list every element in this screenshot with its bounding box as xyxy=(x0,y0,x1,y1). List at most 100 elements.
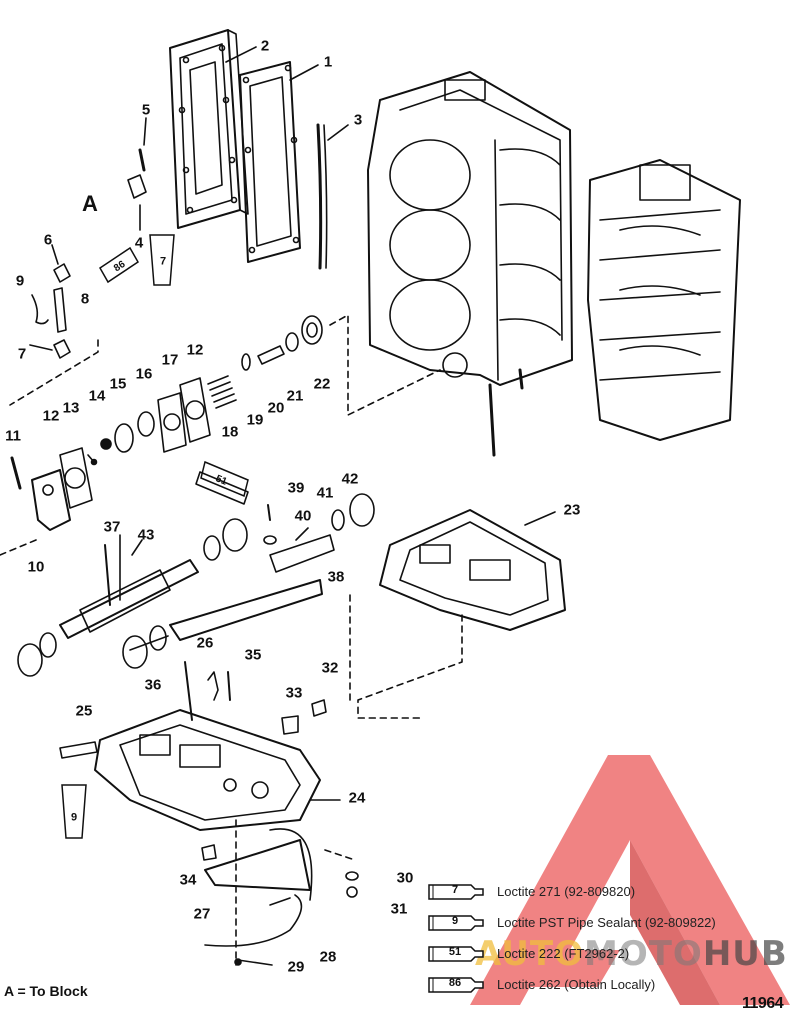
bolt-5 xyxy=(138,117,147,172)
callout-25: 25 xyxy=(75,702,93,720)
screw-29 xyxy=(234,958,273,966)
callout-7b: 7 xyxy=(17,345,27,363)
legend-row: 51 Loctite 222 (FT2962-2) xyxy=(425,938,800,969)
legend-row: 86 Loctite 262 (Obtain Locally) xyxy=(425,969,800,1000)
callout-35: 35 xyxy=(244,646,262,664)
fitting-7 xyxy=(29,339,71,359)
bushing-right xyxy=(203,518,248,561)
spring-18 xyxy=(207,375,237,409)
tube-label-7: 7 xyxy=(159,255,167,268)
housing-17 xyxy=(157,392,187,453)
clip-26 xyxy=(207,671,219,701)
bracket-27 xyxy=(204,828,313,901)
callout-2: 2 xyxy=(260,37,270,55)
callout-20: 20 xyxy=(267,399,285,417)
callout-32: 32 xyxy=(321,659,339,677)
sealant-legend: 7 Loctite 271 (92-809820) 9 Loctite PST … xyxy=(425,876,800,1000)
callout-17: 17 xyxy=(161,351,179,369)
engine-block xyxy=(367,71,573,457)
clip-4 xyxy=(127,174,147,231)
nut-31 xyxy=(346,886,358,898)
tube-icon: 51 xyxy=(425,945,487,963)
tube-icon: 7 xyxy=(425,883,487,901)
bushing-left xyxy=(17,632,57,677)
callout-9: 9 xyxy=(15,272,25,290)
seal-21 xyxy=(285,332,299,352)
callout-A: A xyxy=(82,191,98,216)
callout-30: 30 xyxy=(396,869,414,887)
gasket-23 xyxy=(379,509,566,631)
callout-16: 16 xyxy=(135,365,153,383)
valve-20 xyxy=(257,345,285,365)
washer-41 xyxy=(331,509,345,531)
callout-13: 13 xyxy=(62,399,80,417)
plug-33 xyxy=(281,715,299,735)
sealant-tube-86 xyxy=(99,246,139,284)
hose xyxy=(316,123,349,270)
bolt-37 xyxy=(104,544,111,606)
callout-19: 19 xyxy=(246,411,264,429)
legend-label: Loctite 271 (92-809820) xyxy=(497,884,636,899)
gasket-12a xyxy=(59,447,93,509)
callout-42: 42 xyxy=(341,470,359,488)
fitting-6 xyxy=(51,244,71,283)
callout-38: 38 xyxy=(327,568,345,586)
legend-row: 7 Loctite 271 (92-809820) xyxy=(425,876,800,907)
tube-label-9: 9 xyxy=(70,811,78,824)
callout-34: 34 xyxy=(179,871,197,889)
shaft-43 xyxy=(59,534,199,639)
note-a-to-block: A = To Block xyxy=(4,983,88,999)
callout-5: 5 xyxy=(141,101,151,119)
tube-icon: 86 xyxy=(425,976,487,994)
crankcase-cover xyxy=(587,159,741,441)
callout-26: 26 xyxy=(196,634,214,652)
tube-8 xyxy=(53,287,67,333)
link-38 xyxy=(122,579,323,669)
callout-36: 36 xyxy=(144,676,162,694)
bushing-42 xyxy=(349,493,375,527)
fitting-25 xyxy=(59,741,98,759)
screw-39 xyxy=(263,504,277,545)
gasket-12b xyxy=(179,377,211,443)
cover-10 xyxy=(0,469,71,556)
seal-14 xyxy=(100,438,112,450)
sealant-tube-51 xyxy=(200,460,249,498)
bolt-36 xyxy=(184,661,193,721)
callout-40: 40 xyxy=(294,507,312,525)
tube-51 xyxy=(195,471,249,505)
callout-31: 31 xyxy=(390,900,408,918)
washer-16 xyxy=(137,411,155,437)
callout-1: 1 xyxy=(323,53,333,71)
bushing-34 xyxy=(201,844,217,861)
callout-8: 8 xyxy=(80,290,90,308)
callout-39: 39 xyxy=(287,479,305,497)
callout-22: 22 xyxy=(313,375,331,393)
callout-3: 3 xyxy=(353,111,363,129)
callout-37: 37 xyxy=(103,518,121,536)
sealant-tube-9 xyxy=(61,784,87,839)
callout-6: 6 xyxy=(43,231,53,249)
washer-19 xyxy=(241,353,251,371)
adapter-plate-24 xyxy=(94,709,341,831)
callout-15: 15 xyxy=(109,375,127,393)
seal-22 xyxy=(301,315,323,345)
figure-number: 11964 xyxy=(742,995,784,1012)
legend-row: 9 Loctite PST Pipe Sealant (92-809822) xyxy=(425,907,800,938)
callout-27: 27 xyxy=(193,905,211,923)
exhaust-gasket xyxy=(239,61,319,263)
washer-30 xyxy=(345,871,359,881)
callout-10: 10 xyxy=(27,558,45,576)
callout-4: 4 xyxy=(134,234,144,252)
callout-41: 41 xyxy=(316,484,334,502)
legend-label: Loctite PST Pipe Sealant (92-809822) xyxy=(497,915,716,930)
bolt-35 xyxy=(227,671,231,701)
legend-label: Loctite 262 (Obtain Locally) xyxy=(497,977,656,992)
callout-12b: 12 xyxy=(186,341,204,359)
callout-11: 11 xyxy=(5,427,21,445)
exhaust-cover-plate xyxy=(169,29,257,229)
callout-33: 33 xyxy=(285,684,303,702)
diaphragm-15 xyxy=(114,423,134,453)
callout-21: 21 xyxy=(286,387,304,405)
screw-13 xyxy=(87,454,98,466)
